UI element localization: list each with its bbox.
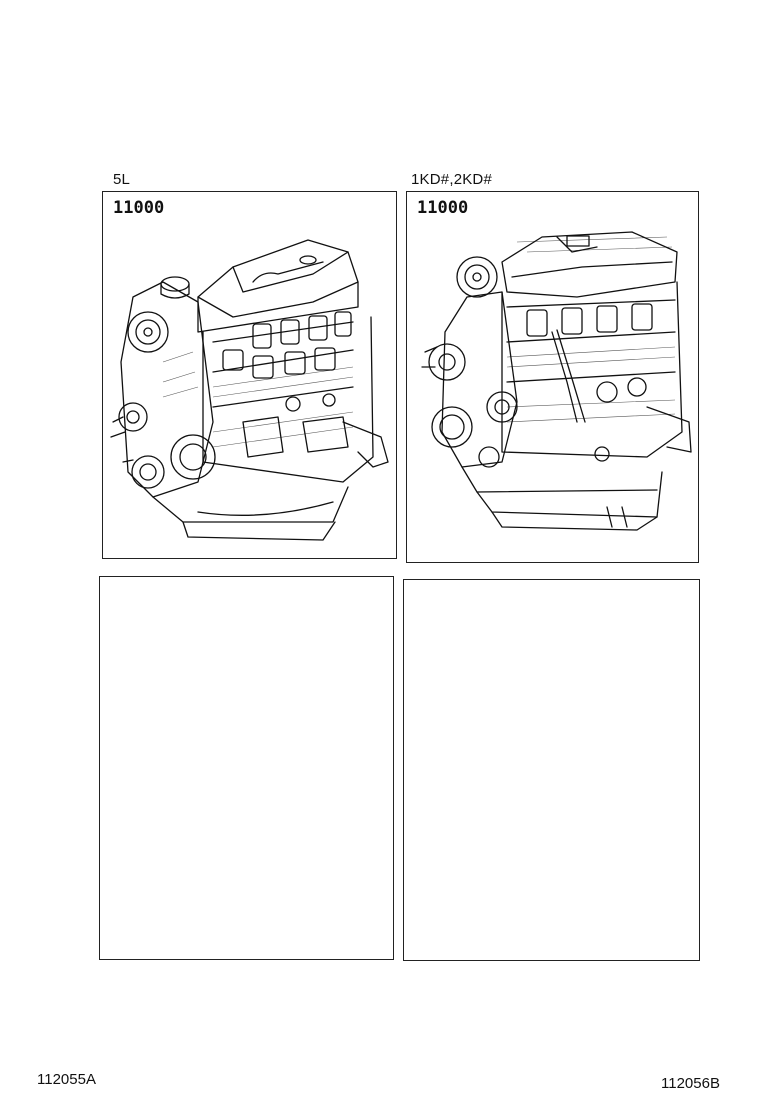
sheet-ref-left: 112055A [37, 1071, 96, 1088]
panel-caption-5l: 5L [113, 171, 131, 188]
empty-panel-right [403, 579, 700, 961]
engine-panel-5l[interactable]: 11000 [102, 191, 397, 559]
empty-panel-left [99, 576, 394, 960]
engine-panel-1kd-2kd[interactable]: 11000 [406, 191, 699, 563]
sheet-ref-right: 112056B [661, 1075, 720, 1092]
engine-5l-icon [110, 239, 389, 541]
part-number: 11000 [417, 198, 469, 218]
engine-1kd-2kd-icon [421, 231, 692, 531]
panel-caption-1kd-2kd: 1KD#,2KD# [411, 171, 493, 188]
part-number: 11000 [113, 198, 165, 218]
